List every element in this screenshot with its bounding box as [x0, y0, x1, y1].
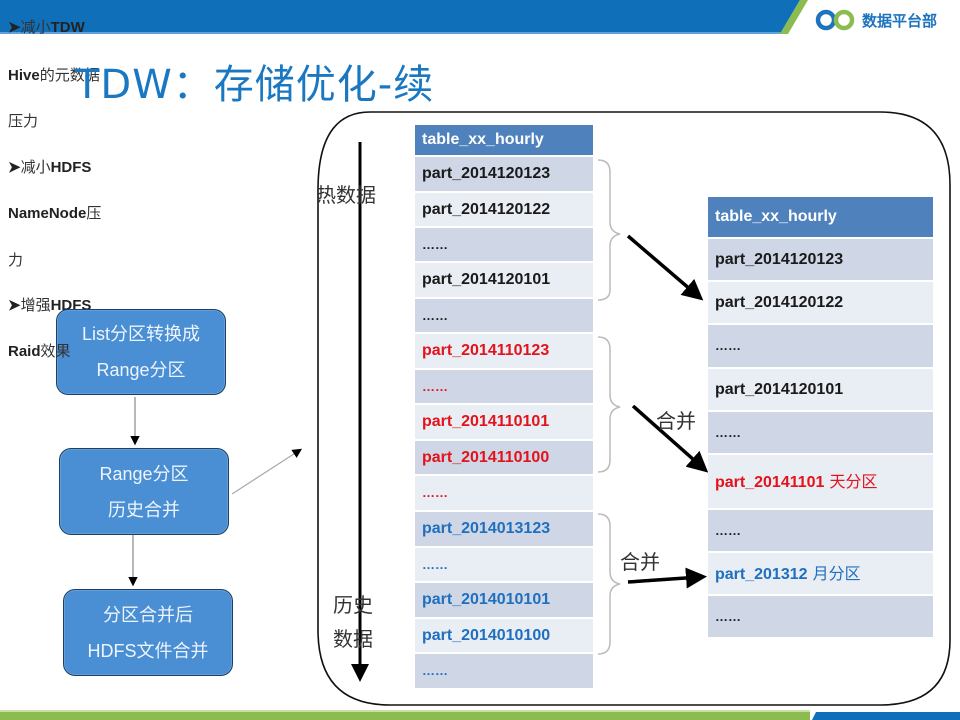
merge-arrow-day	[631, 404, 709, 473]
table-row: ……	[415, 546, 593, 581]
table-row: part_2014120123	[708, 237, 933, 280]
partition-name: ……	[715, 609, 741, 624]
table-header: table_xx_hourly	[415, 125, 593, 155]
partition-name: ……	[715, 425, 741, 440]
history-data-label-1: 历史	[333, 593, 373, 617]
table-row: part_2014120122	[708, 280, 933, 323]
side-note-4: ➤减小HDFS	[8, 158, 92, 176]
brace-hot	[597, 159, 621, 301]
logo-text: 数据平台部	[862, 11, 938, 30]
partition-name: part_2014120122	[715, 294, 844, 311]
flow-step-3-line1: 分区合并后	[103, 604, 193, 625]
merge-label-month: 合并	[620, 550, 660, 574]
brace-day	[597, 336, 621, 473]
flow-step-hdfs-merge: 分区合并后 HDFS文件合并	[63, 589, 233, 676]
table-row: part_201312 月分区	[708, 551, 933, 594]
flow-step-range-merge: Range分区 历史合并	[59, 448, 229, 535]
table-header: table_xx_hourly	[708, 197, 933, 237]
table-row: ……	[708, 508, 933, 551]
table-row: ……	[708, 594, 933, 637]
side-note-1: ➤减小TDW	[8, 18, 85, 36]
table-row: part_2014110101	[415, 403, 593, 439]
partition-granularity: 天分区	[824, 472, 878, 491]
merge-label-day: 合并	[656, 409, 696, 433]
table-row: ……	[415, 652, 593, 688]
history-data-label-2: 数据	[333, 627, 373, 651]
brace-month	[597, 513, 621, 655]
flow-step-1-line1: List分区转换成	[81, 324, 200, 344]
table-row: ……	[415, 297, 593, 332]
footer-band	[0, 710, 960, 720]
table-row: ……	[708, 323, 933, 367]
header-band	[0, 0, 808, 34]
merged-partition-table: table_xx_hourly part_2014120123 part_2014…	[708, 197, 933, 637]
partition-name: part_20141101	[715, 474, 825, 491]
flow-step-2-line2: 历史合并	[108, 499, 180, 520]
partition-name: part_201312	[715, 566, 808, 583]
flow-step-3-line2: HDFS文件合并	[87, 640, 209, 661]
partition-granularity: 月分区	[807, 564, 861, 583]
side-note-6: 力	[8, 251, 24, 269]
infinity-logo-icon	[815, 9, 855, 31]
table-row: ……	[415, 474, 593, 510]
table-row: ……	[415, 368, 593, 403]
table-row: part_2014110123	[415, 332, 593, 368]
flow-arrow-to-diagram	[231, 448, 303, 495]
table-row: part_2014013123	[415, 510, 593, 546]
side-note-8: Raid效果	[8, 342, 71, 360]
side-note-5: NameNode压	[8, 204, 102, 222]
table-row: part_2014120123	[415, 155, 593, 191]
table-row: part_2014120122	[415, 191, 593, 226]
partition-name: part_2014120123	[715, 251, 844, 268]
partition-name: part_2014120101	[715, 381, 844, 398]
flow-step-1-line2: Range分区	[96, 360, 186, 380]
table-row: part_2014120101	[415, 261, 593, 297]
table-row: part_2014010101	[415, 581, 593, 617]
merge-arrow-month	[627, 567, 707, 589]
table-row: part_2014110100	[415, 439, 593, 474]
logo: 数据平台部	[814, 6, 954, 34]
flow-step-2-line1: Range分区	[99, 463, 189, 484]
table-row: ……	[415, 226, 593, 261]
data-container-outline	[317, 111, 951, 706]
merge-arrow-hot	[626, 234, 704, 301]
table-row: part_20141101 天分区	[708, 453, 933, 508]
slide-title: TDW：存储优化-续	[75, 62, 435, 108]
table-row: ……	[708, 410, 933, 453]
flow-step-list-to-range: List分区转换成 Range分区	[56, 309, 226, 395]
table-row: part_2014120101	[708, 367, 933, 410]
hot-data-label: 热数据	[316, 183, 376, 207]
side-note-3: 压力	[8, 112, 39, 130]
table-row: part_2014010100	[415, 617, 593, 652]
partition-name: ……	[715, 523, 741, 538]
partition-name: ……	[715, 338, 741, 353]
side-note-2: Hive的元数据	[8, 66, 100, 84]
